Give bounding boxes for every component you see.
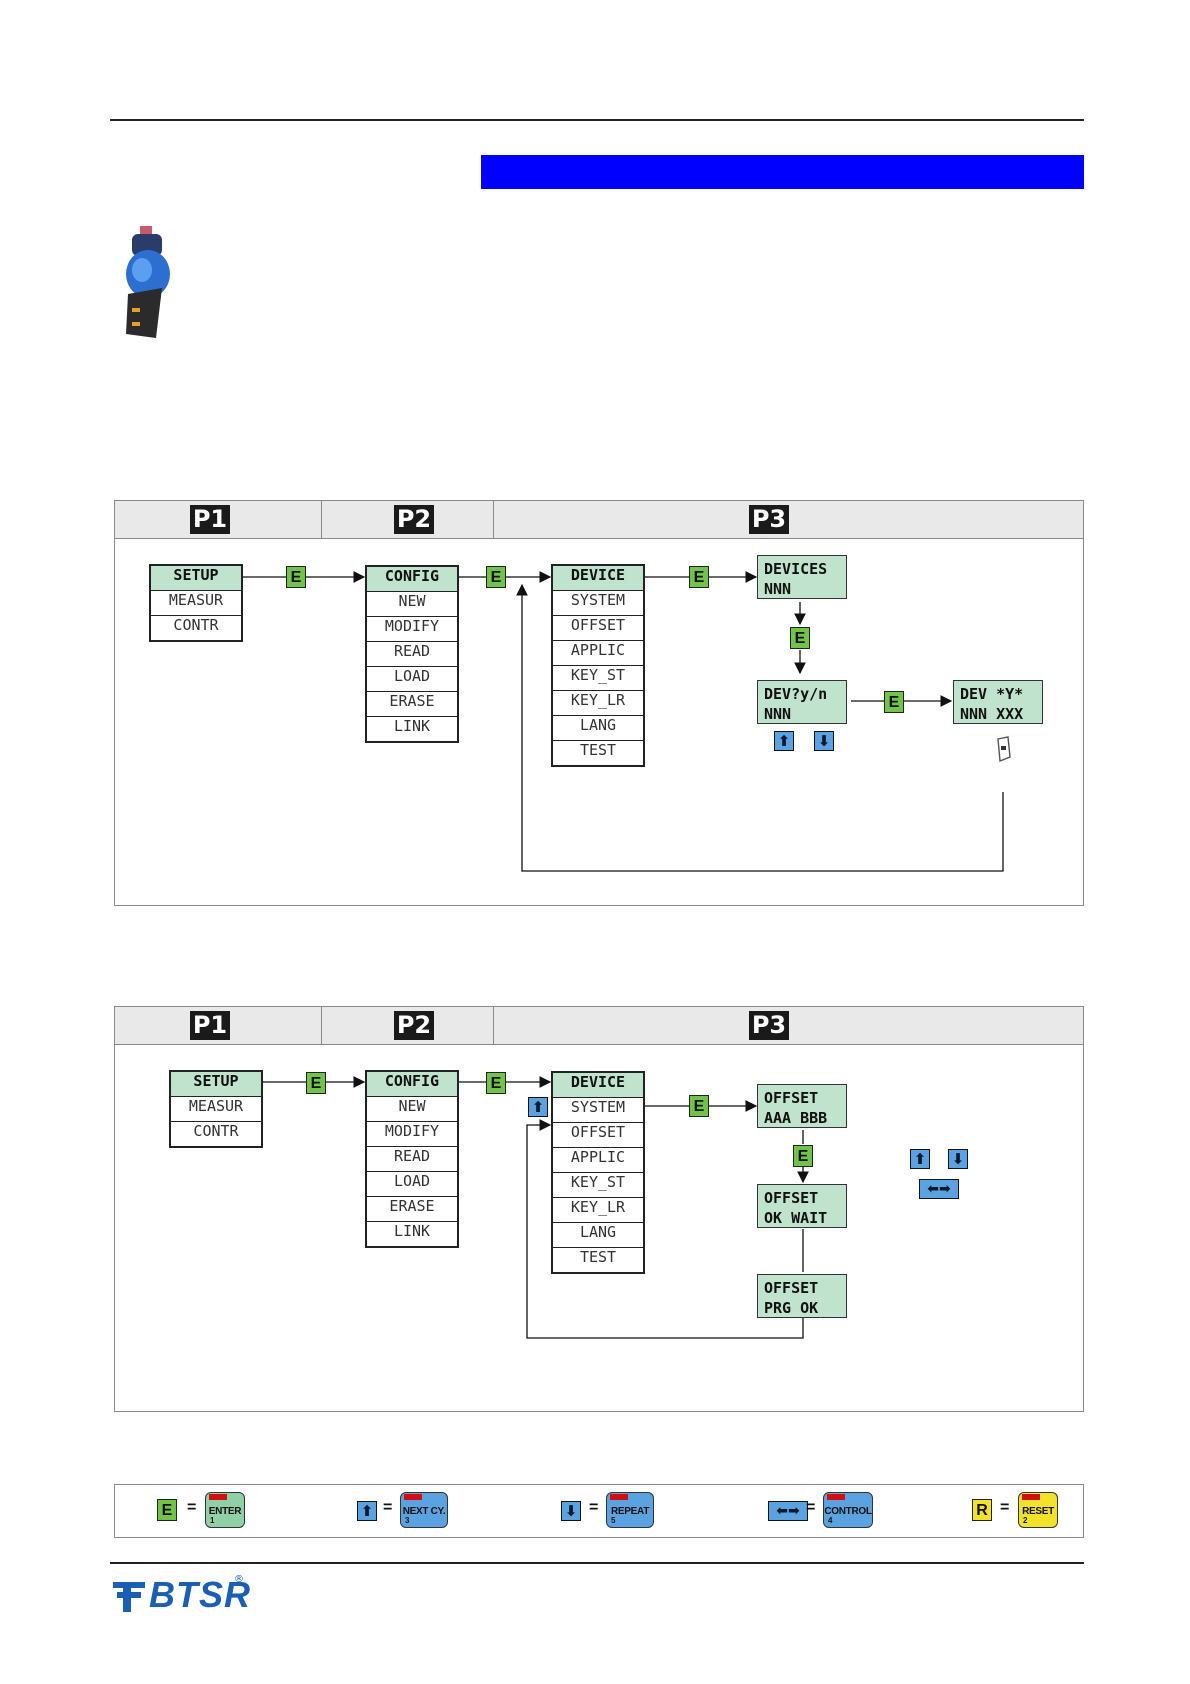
down-arrow-icon: ⬇ xyxy=(561,1501,581,1521)
menu-item-contr[interactable]: CONTR xyxy=(171,1121,261,1146)
menu-item-read[interactable]: READ xyxy=(367,1146,457,1171)
display-line-2: PRG OK xyxy=(764,1299,818,1317)
display-line-2: AAA BBB xyxy=(764,1109,827,1127)
enter-key: E xyxy=(157,1499,177,1521)
display-offset-prg: OFFSET PRG OK xyxy=(757,1274,847,1318)
reset-button-icon: RESET 2 xyxy=(1018,1492,1058,1528)
down-arrow-icon: ⬇ xyxy=(948,1149,968,1169)
left-right-arrow-icon: ⬅➡ xyxy=(919,1179,959,1199)
enter-key: E xyxy=(793,1145,813,1167)
enter-key: E xyxy=(689,1095,709,1117)
menu-item-new[interactable]: NEW xyxy=(367,1096,457,1121)
reset-button-num: 2 xyxy=(1023,1516,1027,1525)
display-offset: OFFSET AAA BBB xyxy=(757,1084,847,1128)
display-line-1: OFFSET xyxy=(764,1089,818,1107)
menu-item-setup[interactable]: SETUP xyxy=(171,1072,261,1096)
enter-button-num: 1 xyxy=(210,1516,214,1525)
menu-item-device[interactable]: DEVICE xyxy=(553,1073,643,1097)
next-button-num: 3 xyxy=(405,1516,409,1525)
menu-item-load[interactable]: LOAD xyxy=(367,1171,457,1196)
key-legend xyxy=(114,1484,1084,1538)
display-line-1: OFFSET xyxy=(764,1279,818,1297)
menu-item-key-lr[interactable]: KEY_LR xyxy=(553,1197,643,1222)
menu-item-erase[interactable]: ERASE xyxy=(367,1196,457,1221)
display-line-1: OFFSET xyxy=(764,1189,818,1207)
menu-item-measur[interactable]: MEASUR xyxy=(171,1096,261,1121)
up-arrow-icon: ⬆ xyxy=(910,1149,930,1169)
control-button-num: 4 xyxy=(828,1516,832,1525)
menu-item-applic[interactable]: APPLIC xyxy=(553,1147,643,1172)
d2-p2-menu: CONFIG NEW MODIFY READ LOAD ERASE LINK xyxy=(365,1070,459,1248)
repeat-button-icon: REPEAT 5 xyxy=(606,1492,654,1528)
display-line-2: OK WAIT xyxy=(764,1209,827,1227)
menu-item-modify[interactable]: MODIFY xyxy=(367,1121,457,1146)
enter-button-icon: ENTER 1 xyxy=(205,1492,245,1528)
enter-key: E xyxy=(306,1072,326,1094)
footer-rule xyxy=(110,1562,1084,1564)
d2-p1-menu: SETUP MEASUR CONTR xyxy=(169,1070,263,1148)
d2-p3-menu: DEVICE SYSTEM OFFSET APPLIC KEY_ST KEY_L… xyxy=(551,1071,645,1274)
equals-sign: = xyxy=(1000,1499,1009,1517)
left-right-arrow-icon: ⬅➡ xyxy=(768,1501,808,1521)
control-button-icon: CONTROL 4 xyxy=(823,1492,873,1528)
equals-sign: = xyxy=(187,1499,196,1517)
display-offset-wait: OFFSET OK WAIT xyxy=(757,1184,847,1228)
menu-item-link[interactable]: LINK xyxy=(367,1221,457,1246)
reset-key: R xyxy=(972,1499,992,1521)
menu-item-lang[interactable]: LANG xyxy=(553,1222,643,1247)
up-arrow-icon: ⬆ xyxy=(357,1501,377,1521)
equals-sign: = xyxy=(806,1499,815,1517)
btsr-logo-mark xyxy=(113,1579,145,1613)
next-cycle-button-icon: NEXT CY. 3 xyxy=(400,1492,448,1528)
menu-item-offset[interactable]: OFFSET xyxy=(553,1122,643,1147)
menu-item-key-st[interactable]: KEY_ST xyxy=(553,1172,643,1197)
menu-item-system[interactable]: SYSTEM xyxy=(553,1097,643,1122)
equals-sign: = xyxy=(383,1499,392,1517)
enter-key: E xyxy=(486,1072,506,1094)
repeat-button-num: 5 xyxy=(611,1516,615,1525)
equals-sign: = xyxy=(589,1499,598,1517)
menu-item-test[interactable]: TEST xyxy=(553,1247,643,1272)
registered-mark: ® xyxy=(234,1574,244,1585)
menu-item-config[interactable]: CONFIG xyxy=(367,1072,457,1096)
up-arrow-icon: ⬆ xyxy=(528,1097,548,1117)
